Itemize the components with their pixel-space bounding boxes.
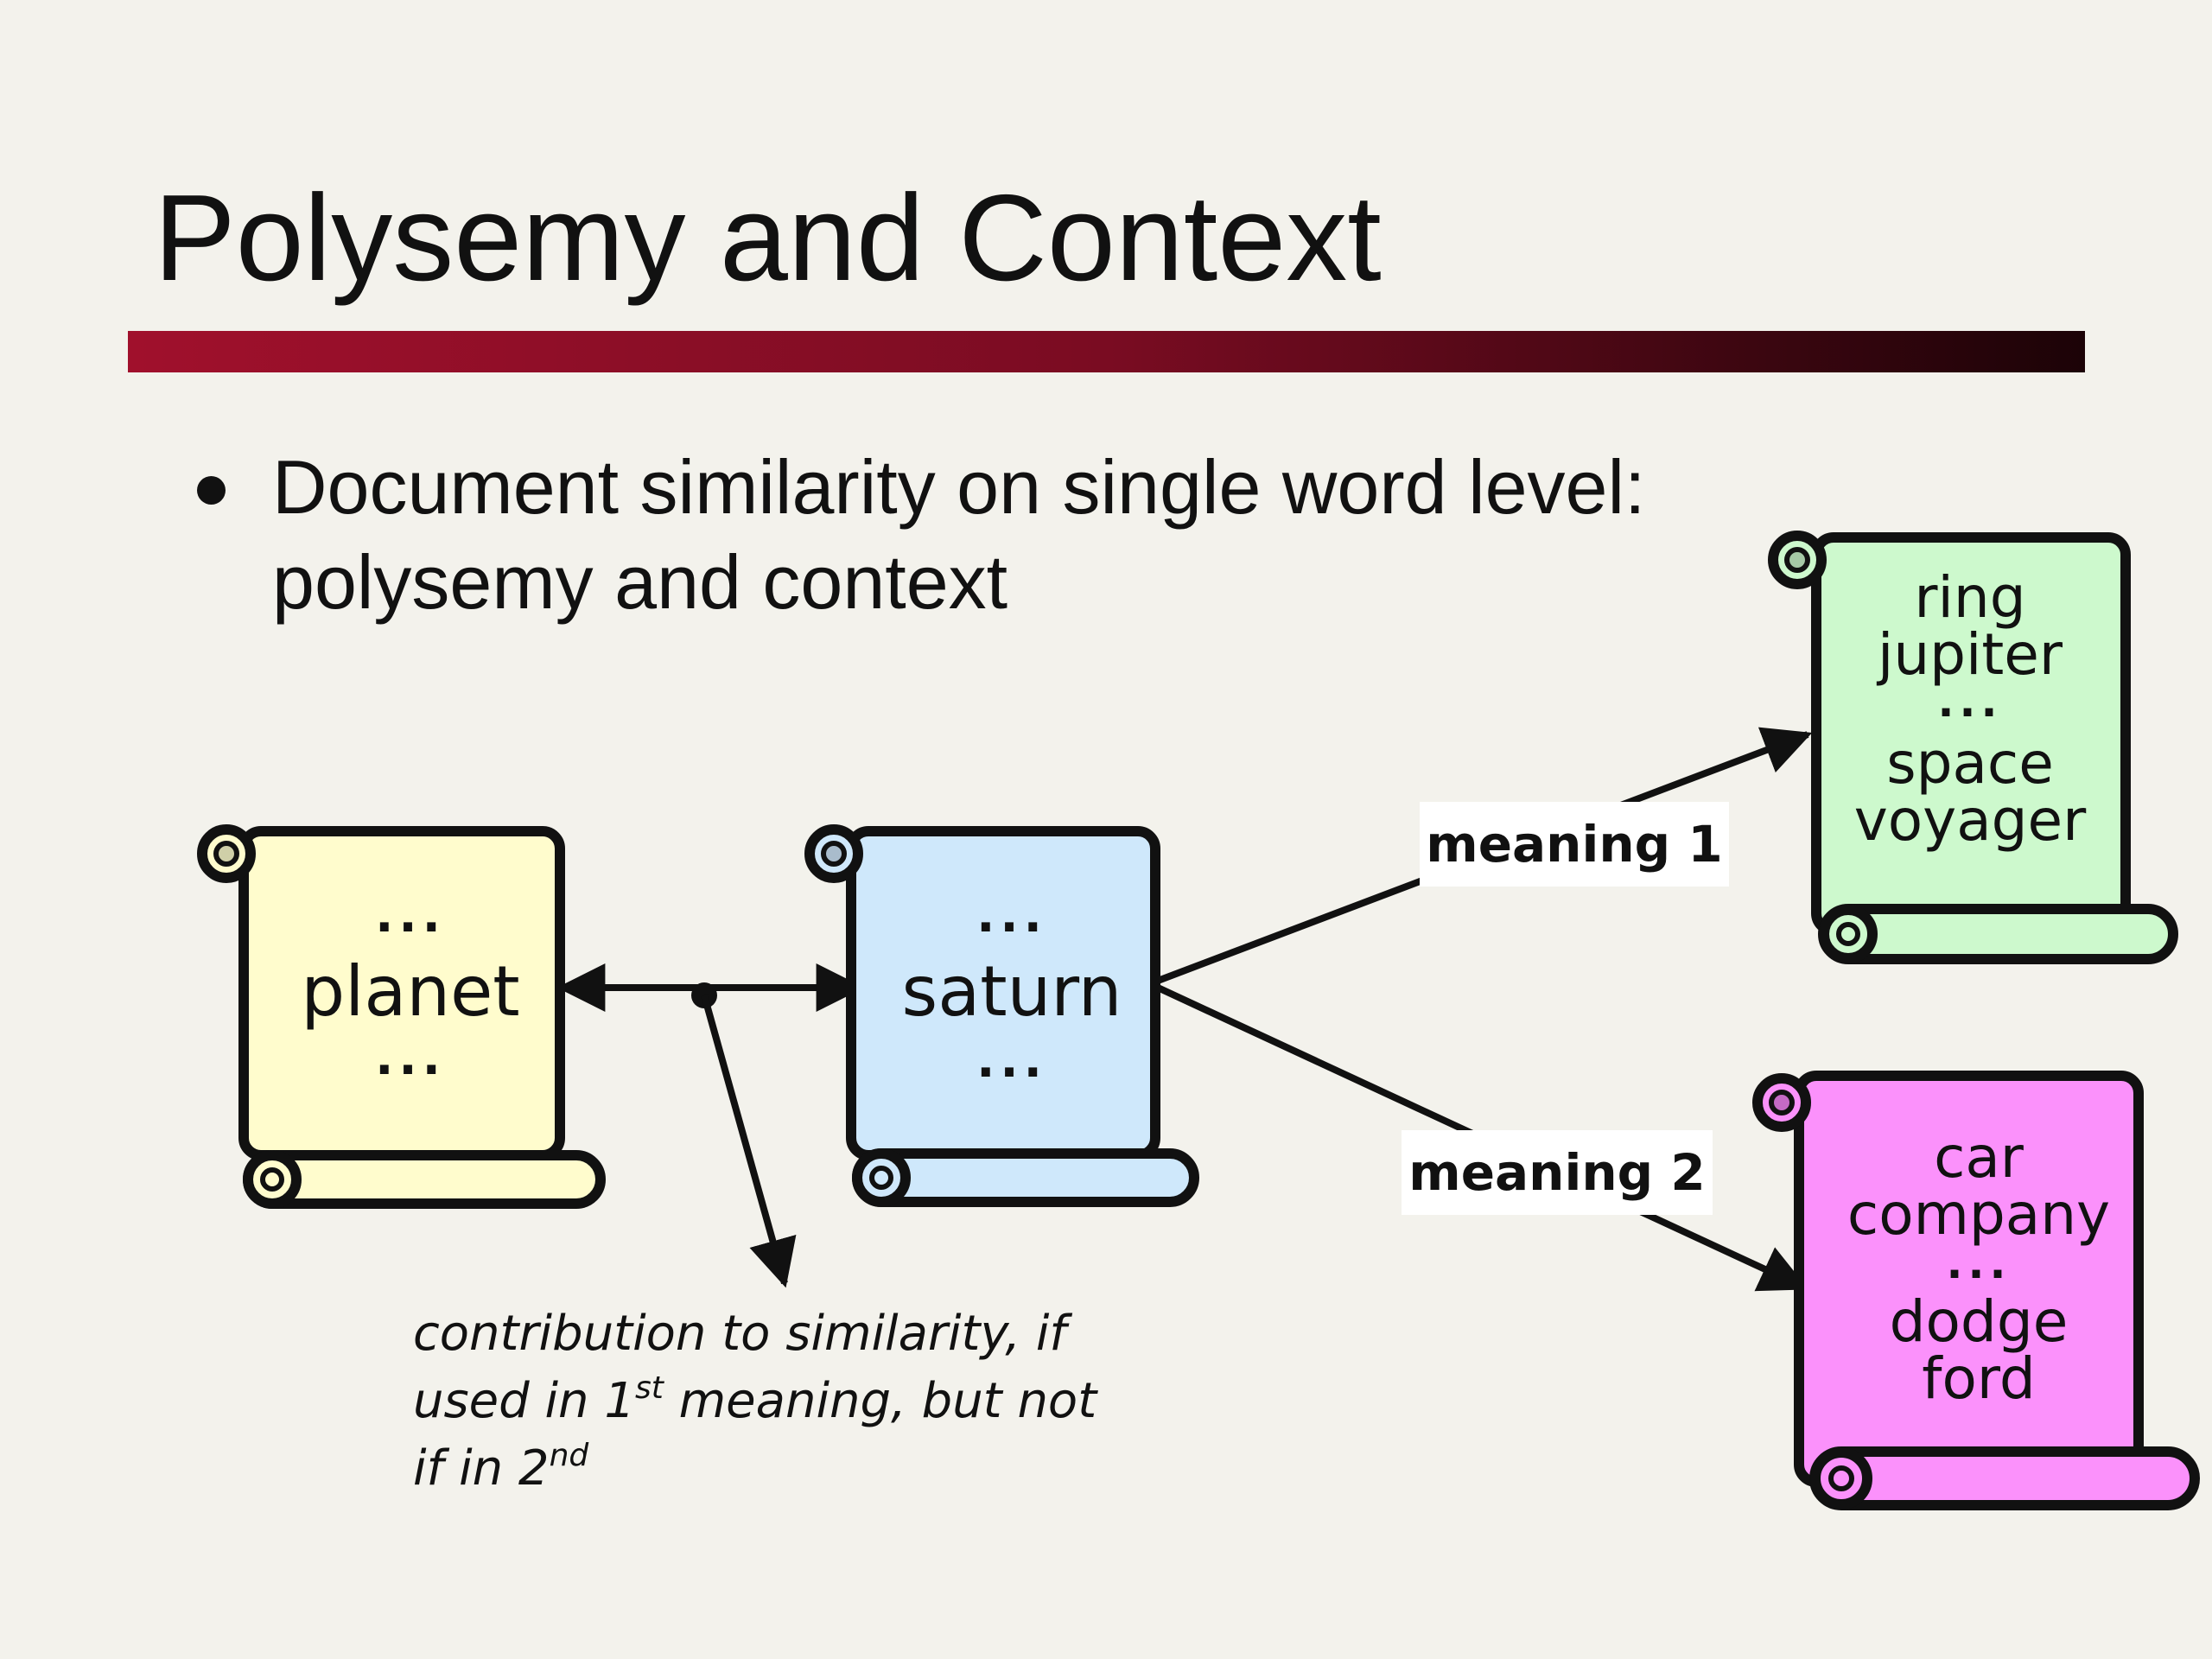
saturn-dots-bottom: ... [976,1033,1047,1089]
scroll-top-curl-inner [213,841,239,867]
caption-line-2: used in 1st meaning, but not [413,1368,1096,1435]
meaning1-doc-word-voyager: voyager [1853,787,2087,854]
scroll-bottom-curl-inner [1836,922,1860,946]
contribution-arrow [701,994,797,1288]
meaning1-doc-word-jupiter: jupiter [1877,621,2063,688]
meaning1-label: meaning 1 [1420,802,1729,887]
caption-line-1: contribution to similarity, if [413,1306,1067,1362]
meaning2-doc-word-company: company [1847,1181,2111,1248]
caption-line-2-start: used in 1 [413,1373,635,1429]
caption-ordinal-st: st [634,1370,664,1406]
meaning2-label: meaning 2 [1402,1130,1713,1215]
meaning1-document-scroll-icon [1768,531,2178,964]
meaning2-doc-word-dodge: dodge [1889,1288,2069,1355]
title-underline-bar [128,331,2085,372]
meaning2-document-scroll-icon [1752,1071,2200,1510]
caption-line-3-start: if in 2 [413,1440,550,1497]
meaning1-doc-dots: ... [1937,677,2003,727]
meaning2-doc-word-car: car [1934,1124,2024,1191]
bullet-dot-icon [197,476,226,505]
meaning2-doc-word-ford: ford [1922,1345,2036,1412]
planet-dots-bottom: ... [375,1030,446,1086]
saturn-document-scroll-icon [804,824,1199,1207]
meaning1-doc-word-ring: ring [1914,564,2026,631]
planet-dots-top: ... [375,887,446,944]
slide-title: Polysemy and Context [154,169,1382,307]
saturn-word: saturn [901,951,1122,1032]
bullet-text-line-2: polysemy and context [272,539,1008,625]
meaning1-doc-word-space: space [1886,730,2054,797]
scroll-top-curl-inner [821,841,847,867]
scroll-bottom-curl-inner [260,1167,284,1192]
planet-word: planet [301,951,520,1032]
scroll-bottom-curl-inner [869,1166,893,1190]
planet-document-scroll-icon [197,824,606,1209]
scroll-top-curl-inner [1769,1090,1795,1116]
contribution-caption: contribution to similarity, if used in 1… [413,1300,1096,1503]
caption-line-2-end: meaning, but not [663,1373,1097,1429]
saturn-dots-top: ... [976,887,1047,944]
caption-line-3: if in 2nd [413,1435,1096,1503]
bullet-text-line-1: Document similarity on single word level… [272,444,1646,530]
caption-ordinal-nd: nd [549,1438,589,1473]
scroll-top-curl-inner [1784,547,1810,573]
scroll-bottom-curl-inner [1828,1465,1854,1491]
meaning2-doc-dots: ... [1946,1238,2012,1288]
